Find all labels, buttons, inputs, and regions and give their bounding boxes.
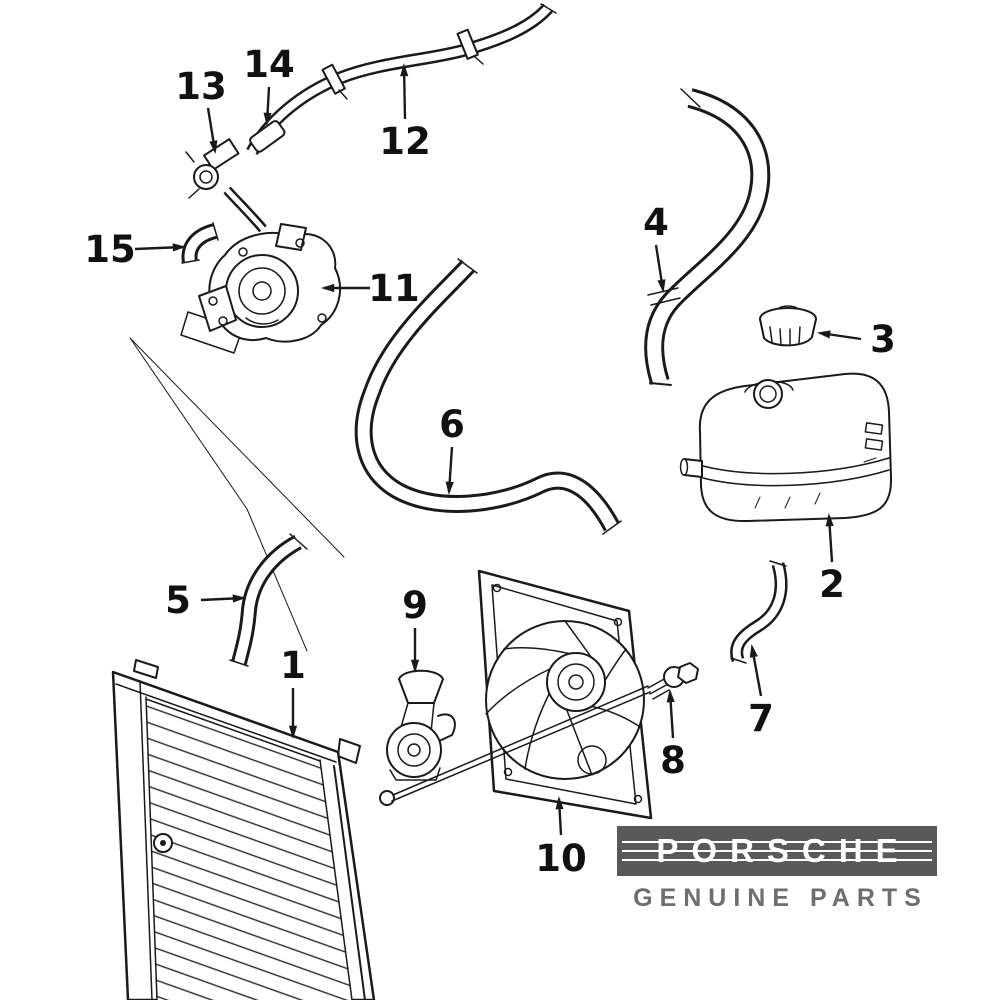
brand-stripe [622,859,932,861]
callout-expansion-tank-cap: 3 [817,318,896,361]
callout-fan-shroud: 10 [535,796,587,880]
callout-label-3: 3 [870,318,896,361]
callout-connector-fitting: 14 [243,43,295,126]
callout-elbow-hose: 15 [84,228,186,271]
callout-water-pump: 11 [321,267,420,310]
fan-shroud [477,569,653,820]
vent-hose [246,3,557,156]
callout-label-6: 6 [439,403,465,446]
callout-mounting-bolt: 8 [660,689,686,782]
callout-expansion-tank: 2 [819,513,845,606]
callout-label-2: 2 [819,563,845,606]
callout-label-9: 9 [402,584,428,627]
callout-label-7: 7 [748,697,774,740]
callout-label-14: 14 [243,43,295,86]
callout-radiator: 1 [280,644,306,739]
expansion-tank-cap [759,305,817,347]
callout-label-13: 13 [175,65,227,108]
fan-motor [386,669,456,781]
callout-label-4: 4 [643,201,669,244]
support-rod [379,685,651,806]
callout-label-15: 15 [84,228,136,271]
callout-label-1: 1 [280,644,306,687]
brand-stripe [622,841,932,843]
brand-block: PORSCHE GENUINE PARTS [617,826,944,916]
callout-fan-motor: 9 [402,584,428,673]
callout-overflow-hose: 7 [748,644,774,740]
callout-label-5: 5 [165,579,191,622]
brand-name: PORSCHE [656,832,911,869]
connector-fitting [249,120,286,153]
brand-logo-bar: PORSCHE [617,826,937,876]
callout-label-11: 11 [368,267,420,310]
callout-label-10: 10 [535,837,587,880]
hose-clamp [185,138,267,233]
radiator [111,659,376,1000]
callout-vent-hose: 12 [379,63,431,163]
alignment-lines [129,337,345,652]
expansion-tank [679,372,893,523]
overflow-hose [730,560,788,664]
lower-hose [229,533,308,667]
elbow-hose [181,222,219,264]
callout-hose-clamp: 13 [175,65,227,154]
callout-upper-hose: 4 [643,201,669,293]
mounting-bolt [647,662,699,700]
water-pump [180,223,342,354]
callout-label-12: 12 [379,120,431,163]
callout-lower-hose: 5 [165,579,246,622]
callout-label-8: 8 [660,739,686,782]
brand-subtitle: GENUINE PARTS [617,880,944,916]
brand-stripe [622,850,932,852]
callout-middle-hose: 6 [439,403,465,495]
middle-hose [354,258,622,535]
